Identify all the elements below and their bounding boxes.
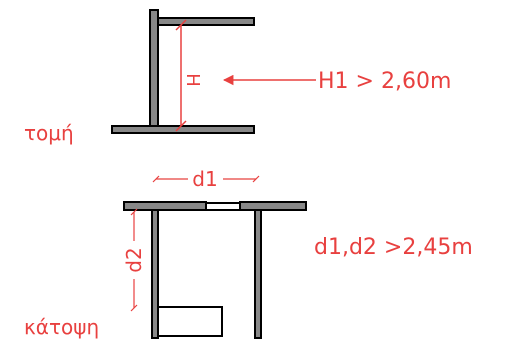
height-dimension-tick-bottom xyxy=(175,120,187,132)
depth-dimension-tick-bottom xyxy=(130,304,138,312)
plan-top-wall-left xyxy=(123,201,207,211)
section-label: τομή xyxy=(24,121,74,145)
width-dimension-tick-left xyxy=(152,175,160,183)
plan-rule-label: d1,d2 >2,45m xyxy=(314,235,473,260)
plan-top-wall-right xyxy=(239,201,307,211)
height-symbol: H xyxy=(182,73,203,87)
section-floor-slab xyxy=(111,125,255,134)
section-vertical-wall xyxy=(149,9,159,133)
depth-dimension-tick-top xyxy=(130,208,138,216)
plan-drawing: d1 d2 d1,d2 >2,45m κάτοψη xyxy=(24,167,473,339)
width-dimension-tick-right xyxy=(252,175,260,183)
width-symbol: d1 xyxy=(192,167,217,191)
plan-furniture-block xyxy=(157,306,223,337)
plan-right-wall xyxy=(254,209,262,339)
plan-left-wall xyxy=(151,209,159,339)
plan-label: κάτοψη xyxy=(24,315,99,339)
section-drawing: H H1 > 2,60m τομή xyxy=(24,9,451,145)
section-ceiling-slab xyxy=(157,17,255,26)
plan-opening xyxy=(205,202,241,211)
depth-symbol: d2 xyxy=(122,247,146,272)
height-dimension-tick-top xyxy=(175,19,187,31)
height-rule-label: H1 > 2,60m xyxy=(318,69,451,94)
